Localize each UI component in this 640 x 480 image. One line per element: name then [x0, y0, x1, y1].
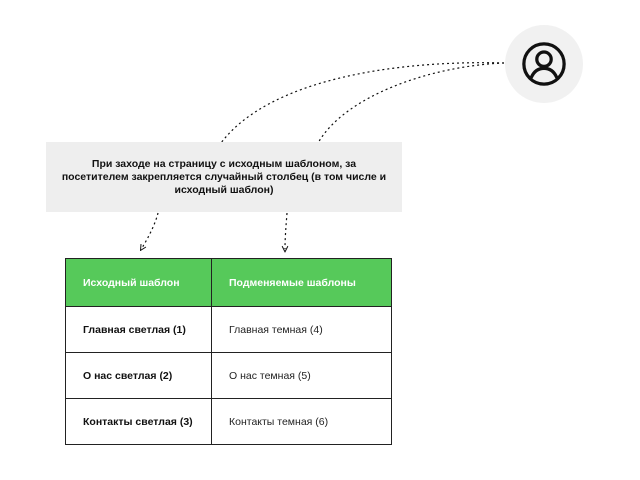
table-row: Контакты светлая (3) Контакты темная (6) [65, 398, 392, 445]
table-row: Главная светлая (1) Главная темная (4) [65, 306, 392, 353]
templates-table: Исходный шаблон Подменяемые шаблоны Глав… [65, 258, 392, 445]
table-row: О нас светлая (2) О нас темная (5) [65, 352, 392, 399]
replacement-template-cell: Контакты темная (6) [211, 398, 392, 445]
original-template-cell: Контакты светлая (3) [65, 398, 212, 445]
user-icon [522, 42, 566, 86]
connector-note-to-original-column [142, 212, 159, 248]
explanation-note-text: При заходе на страницу с исходным шаблон… [61, 157, 387, 196]
explanation-note: При заходе на страницу с исходным шаблон… [46, 142, 402, 212]
column-header-replacement: Подменяемые шаблоны [211, 258, 392, 307]
connector-note-to-replacement-column [285, 212, 287, 249]
column-header-original: Исходный шаблон [65, 258, 212, 307]
original-template-cell: Главная светлая (1) [65, 306, 212, 353]
original-template-cell: О нас светлая (2) [65, 352, 212, 399]
replacement-template-cell: Главная темная (4) [211, 306, 392, 353]
user-avatar [505, 25, 583, 103]
table-header-row: Исходный шаблон Подменяемые шаблоны [65, 258, 392, 307]
connector-user-to-note-right [317, 62, 505, 144]
connector-user-to-note-left [220, 62, 505, 144]
replacement-template-cell: О нас темная (5) [211, 352, 392, 399]
